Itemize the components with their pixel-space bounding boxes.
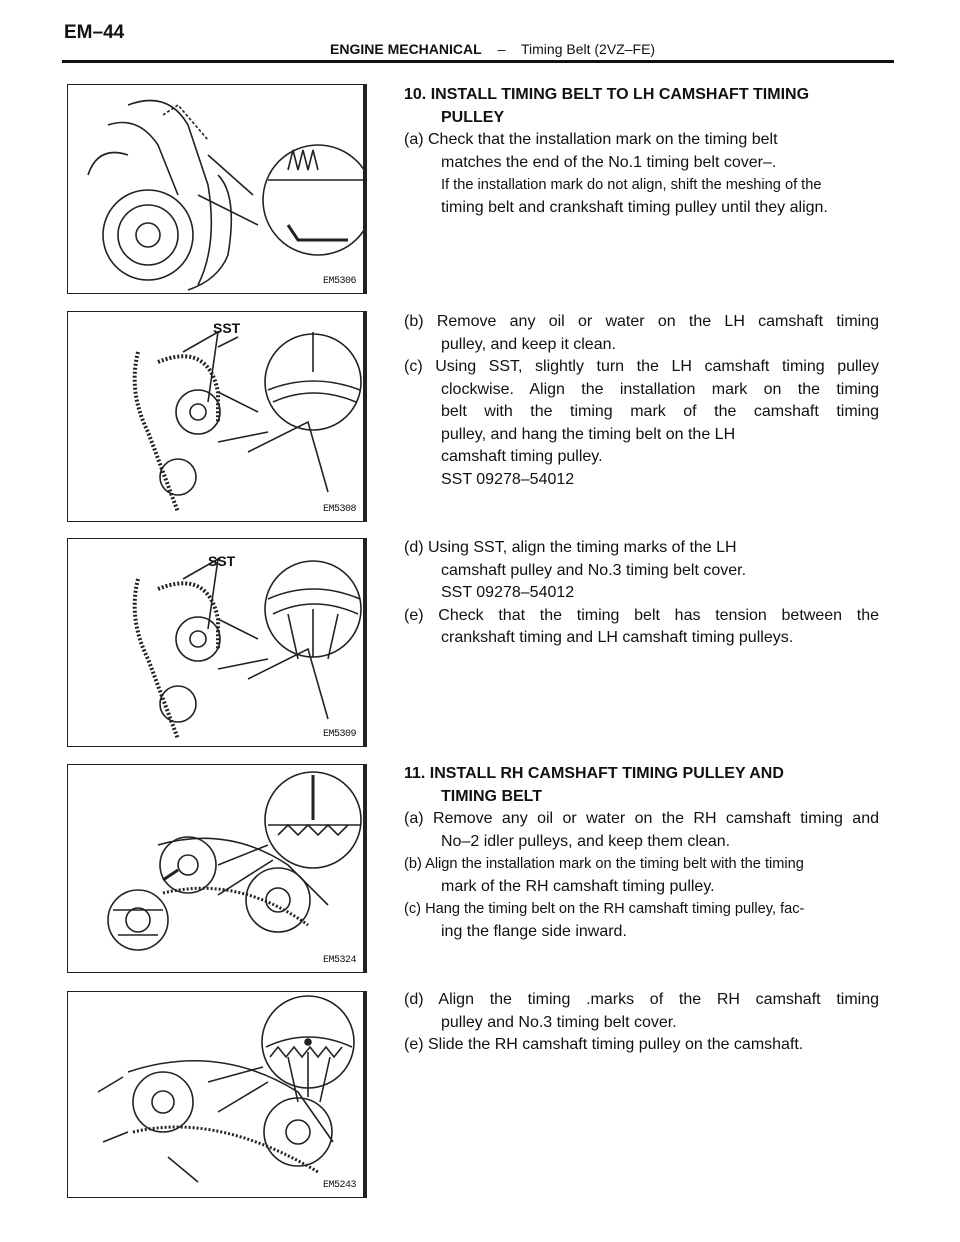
substep-e-cont: crankshaft timing and LH camshaft timing… bbox=[441, 629, 794, 646]
figure-frame-edge bbox=[363, 765, 366, 972]
step-10-intro: 10. INSTALL TIMING BELT TO LH CAMSHAFT T… bbox=[404, 84, 879, 219]
figure-frame-edge bbox=[363, 312, 366, 521]
figure-rh-pulley-install: EM5324 bbox=[67, 764, 367, 973]
figure-illustration bbox=[107, 771, 362, 951]
step-title-cont: TIMING BELT bbox=[441, 787, 543, 805]
substep-a-cont: matches the end of the No.1 timing belt … bbox=[441, 153, 777, 171]
substep-d-cont: camshaft pulley and No.3 timing belt cov… bbox=[441, 561, 747, 579]
section-title: ENGINE MECHANICAL – Timing Belt (2VZ–FE) bbox=[330, 41, 655, 57]
substep-b-cont: pulley, and keep it clean. bbox=[441, 335, 616, 353]
substep-a: (a) Check that the installation mark on … bbox=[404, 131, 778, 148]
substep-a-note: If the installation mark do not align, s… bbox=[441, 177, 822, 193]
substep-d: (d) Using SST, align the timing marks of… bbox=[404, 539, 737, 556]
figure-frame-edge bbox=[363, 539, 366, 746]
step-10-d-e: (d) Using SST, align the timing marks of… bbox=[404, 537, 879, 650]
substep-c: (c) Hang the timing belt on the RH camsh… bbox=[404, 901, 805, 917]
step-title: 10. INSTALL TIMING BELT TO LH CAMSHAFT T… bbox=[404, 86, 810, 103]
substep-c-cont: ing the flange side inward. bbox=[441, 922, 627, 940]
section-separator: – bbox=[497, 41, 506, 57]
figure-sst-align-marks: SST EM5309 bbox=[67, 538, 367, 747]
step-10-b-c: (b) Remove any oil or water on the LH ca… bbox=[404, 311, 879, 491]
substep-d-cont: pulley and No.3 timing belt cover. bbox=[441, 1013, 677, 1031]
substep-a-cont: No–2 idler pulleys, and keep them clean. bbox=[441, 832, 731, 850]
step-11-d-e: (d) Align the timing .marks of the RH ca… bbox=[404, 989, 879, 1057]
figure-illustration bbox=[87, 99, 366, 291]
figure-frame-edge bbox=[363, 85, 366, 293]
figure-sst-turn-pulley: SST EM5308 bbox=[67, 311, 367, 522]
figure-timing-belt-mark: EM5306 bbox=[67, 84, 367, 294]
sst-label: SST bbox=[213, 320, 241, 336]
figure-illustration bbox=[132, 330, 362, 513]
figure-code: EM5243 bbox=[322, 1180, 357, 1191]
substep-a-note-cont: timing belt and crankshaft timing pulley… bbox=[441, 198, 828, 216]
substep-b-cont: mark of the RH camshaft timing pulley. bbox=[441, 877, 715, 895]
substep-c-cont: camshaft timing pulley. bbox=[441, 448, 603, 465]
substep-b: (b) Remove any oil or water on the LH ca… bbox=[404, 313, 879, 330]
subsection-name: Timing Belt (2VZ–FE) bbox=[521, 41, 656, 57]
substep-b: (b) Align the installation mark on the t… bbox=[404, 856, 804, 872]
sst-label: SST bbox=[208, 553, 236, 569]
header-rule bbox=[62, 60, 894, 63]
step-title: 11. INSTALL RH CAMSHAFT TIMING PULLEY AN… bbox=[404, 765, 784, 782]
substep-c: (c) Using SST, slightly turn the LH cams… bbox=[404, 358, 879, 375]
substep-c-cont: pulley, and hang the timing belt on the … bbox=[441, 425, 736, 443]
step-title-cont: PULLEY bbox=[441, 108, 505, 126]
sst-number: SST 09278–54012 bbox=[441, 584, 575, 601]
substep-e: (e) Check that the timing belt has tensi… bbox=[404, 606, 879, 624]
sst-number: SST 09278–54012 bbox=[441, 470, 575, 488]
figure-code: EM5309 bbox=[322, 729, 357, 740]
figure-frame-edge bbox=[363, 992, 366, 1197]
figure-code: EM5308 bbox=[322, 504, 357, 515]
substep-e: (e) Slide the RH camshaft timing pulley … bbox=[404, 1036, 804, 1053]
figure-illustration bbox=[132, 557, 362, 740]
section-name: ENGINE MECHANICAL bbox=[330, 41, 482, 57]
substep-a: (a) Remove any oil or water on the RH ca… bbox=[404, 810, 879, 827]
figure-illustration bbox=[97, 995, 355, 1183]
step-11-intro: 11. INSTALL RH CAMSHAFT TIMING PULLEY AN… bbox=[404, 763, 879, 943]
substep-d: (d) Align the timing .marks of the RH ca… bbox=[404, 991, 879, 1008]
substep-c-cont: belt with the timing mark of the camshaf… bbox=[441, 403, 879, 420]
figure-code: EM5306 bbox=[322, 276, 357, 287]
substep-c-cont: clockwise. Align the installation mark o… bbox=[441, 380, 879, 398]
figure-code: EM5324 bbox=[322, 955, 357, 966]
page-code: EM–44 bbox=[64, 22, 125, 43]
figure-rh-pulley-slide: EM5243 bbox=[67, 991, 367, 1198]
